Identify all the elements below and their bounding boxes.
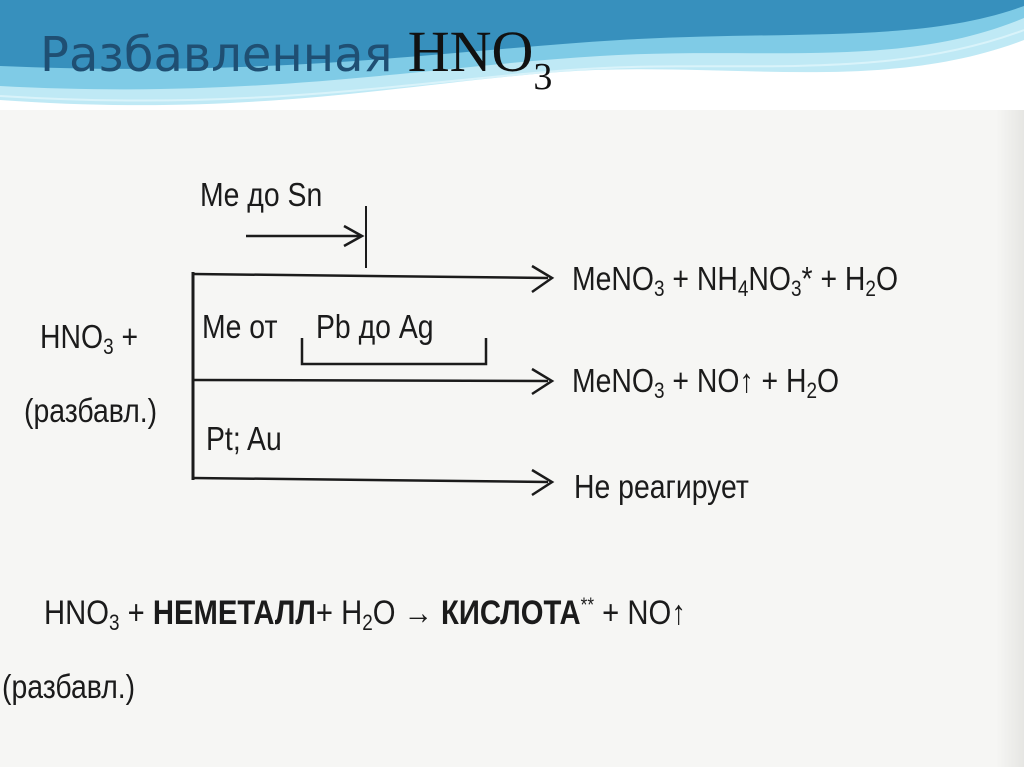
eq-h-sub: 2 [362,610,373,635]
branch-label-pt-au: Pt; Au [206,420,282,457]
p1-nh: NH [696,260,738,297]
eq-nonmetal: НЕМЕТАЛЛ [152,594,316,632]
eq-plus-1: + [127,594,145,632]
product-line-3: Не реагирует [574,468,749,505]
p2-menos-sub: 3 [653,378,665,403]
p2-o: O [817,362,840,399]
p1-h-sub: 2 [865,276,876,301]
eq-o: O [372,594,396,632]
p1-no-sub: 3 [790,276,802,301]
title-formula-main: HNO [407,19,534,84]
branch-label-me-ot: Me от [202,308,278,345]
p1-plus-1: + [672,260,690,297]
branch-label-me-do-sn: Me до Sn [200,176,323,213]
p2-plus-1: + [672,362,690,399]
p1-plus-2: + [820,260,838,297]
p1-menos-sub: 3 [653,276,665,301]
reagent-formula: HNO3 + [40,318,138,360]
nonmetal-equation: HNO3 + НЕМЕТАЛЛ+ H2O → КИСЛОТА** + NO↑ [44,594,686,636]
p2-h: H [786,362,807,399]
title-word: Разбавленная [40,27,393,83]
p1-menos: MeNO [572,260,654,297]
reagent-plus: + [121,318,139,355]
p1-o: O [875,260,899,297]
eq-h: H [341,594,363,632]
slide-title: Разбавленная HNO3 [40,18,552,99]
p2-h-sub: 2 [806,378,818,403]
eq-footnote-mark: ** [580,594,595,617]
p2-plus-2: + [761,362,779,399]
reagent-note: (разбавл.) [24,392,158,429]
p1-no: NO [748,260,791,297]
p1-nh-sub: 4 [737,276,749,301]
eq-hno: HNO [44,594,109,632]
scanned-image-background [0,110,1024,767]
eq-arrow: → [403,594,433,632]
p1-footnote-mark: * [801,260,813,297]
eq-plus-2: + [315,594,333,632]
title-formula: HNO3 [407,19,553,98]
p2-menos: MeNO [572,362,654,399]
title-formula-sub: 3 [533,56,553,98]
equation-note: (разбавл.) [2,668,136,705]
product-line-2: MeNO3 + NO↑ + H2O [572,362,839,404]
p2-no-gas: NO↑ [696,362,754,399]
eq-acid: КИСЛОТА [440,594,581,632]
scan-edge-shadow [996,110,1024,767]
header-wave-decoration [0,0,1024,114]
reagent-main: HNO [40,318,104,355]
product-line-1: MeNO3 + NH4NO3* + H2O [572,260,898,302]
eq-hno-sub: 3 [108,610,120,635]
eq-no-gas: NO↑ [627,594,686,632]
p1-h: H [844,260,866,297]
reagent-sub: 3 [103,334,114,359]
eq-plus-3: + [602,594,620,632]
branch-label-pb-do-ag: Pb до Ag [316,308,434,345]
